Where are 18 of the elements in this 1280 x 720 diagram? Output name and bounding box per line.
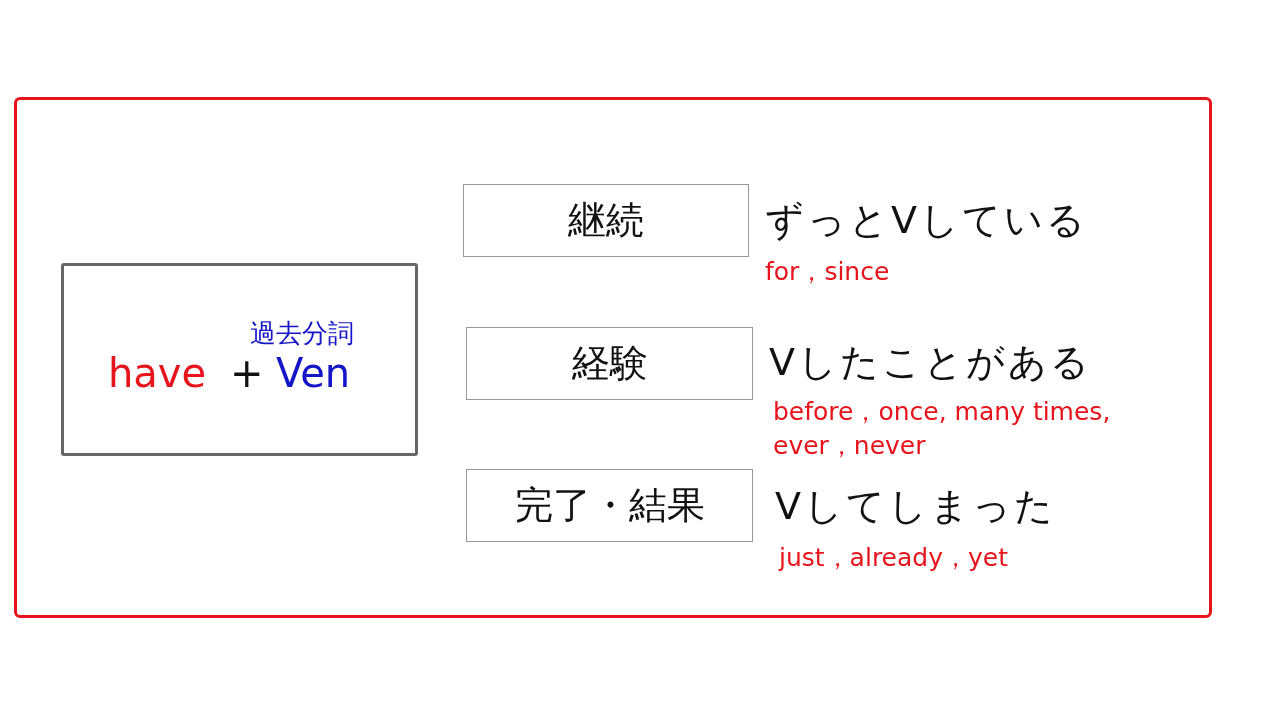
example-words: for，since	[765, 256, 891, 288]
category-box	[463, 184, 749, 257]
formula-text: Ven	[276, 350, 351, 396]
formula-text: have	[108, 350, 207, 396]
formula-box	[61, 263, 418, 456]
meaning-text: ずっとVしている	[765, 197, 1088, 244]
formula-text: +	[230, 350, 264, 396]
category-label: 経験	[571, 340, 648, 387]
meaning-text: Vしたことがある	[769, 339, 1092, 386]
meaning-text: Vしてしまった	[775, 483, 1056, 530]
example-words: just，already，yet	[779, 542, 1009, 574]
annotation-text: 過去分詞	[250, 317, 354, 350]
frame-box	[14, 97, 1212, 618]
category-box	[466, 469, 753, 542]
example-words: before，once, many times, ever，never	[773, 396, 1112, 462]
category-box	[466, 327, 753, 400]
category-label: 完了・結果	[514, 482, 705, 529]
category-label: 継続	[568, 197, 644, 244]
